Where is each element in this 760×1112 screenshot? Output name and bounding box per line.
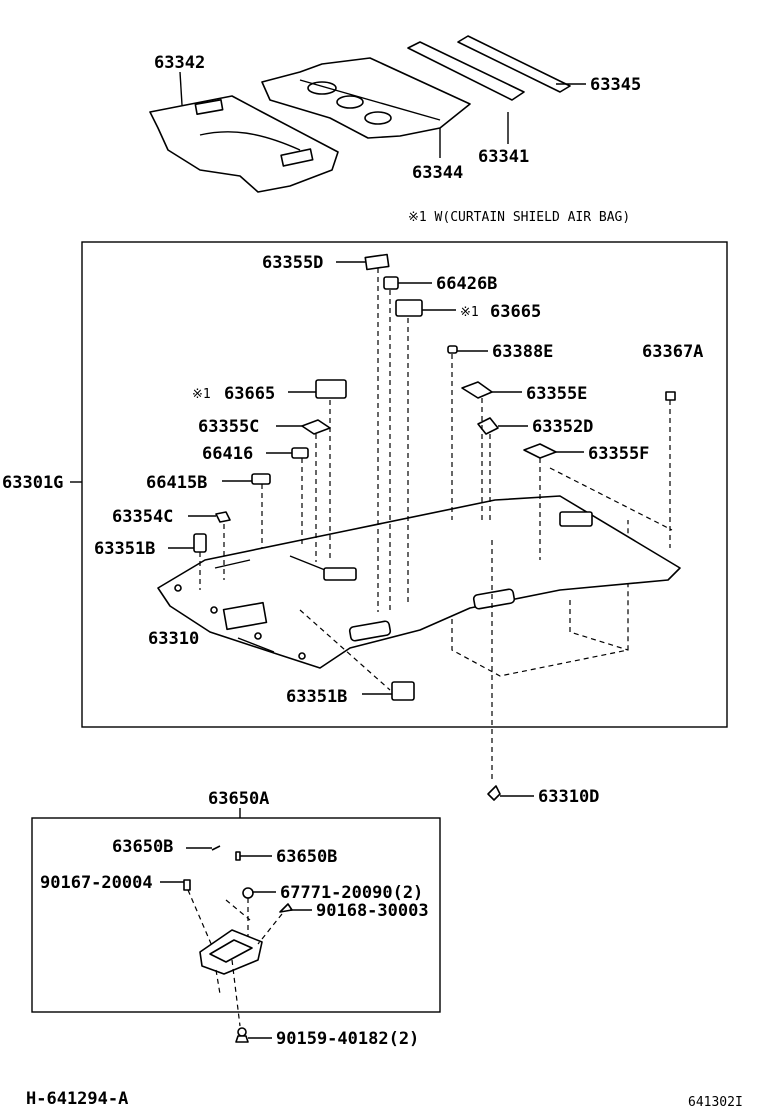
part-63351B-bot (391, 681, 415, 701)
footer-left: H-641294-A (26, 1089, 128, 1109)
label-63355C: 63355C (198, 417, 259, 437)
part-66416 (291, 447, 309, 459)
lamp-group: 63650A 63650B 63650B 90167-20004 67771-2… (31, 789, 441, 1049)
screw-63310D: 63310D (487, 785, 599, 807)
part-63355E (461, 381, 493, 399)
pad-63341 (407, 41, 525, 101)
label-63301G: 63301G (2, 473, 63, 493)
part-63355C (301, 419, 331, 435)
label-63341: 63341 (478, 147, 529, 167)
pad-63342 (149, 95, 339, 193)
label-63665a: 63665 (490, 302, 541, 322)
part-63354C (215, 511, 231, 523)
label-63344: 63344 (412, 163, 463, 183)
label-63352D: 63352D (532, 417, 593, 437)
label-63355D: 63355D (262, 253, 323, 273)
label-63345: 63345 (590, 75, 641, 95)
label-63342: 63342 (154, 53, 205, 73)
label-90167: 90167-20004 (40, 873, 153, 893)
pad-63344 (261, 57, 471, 139)
label-66415B: 66415B (146, 473, 207, 493)
label-63351B-bot: 63351B (286, 687, 347, 707)
label-90159: 90159-40182(2) (276, 1029, 419, 1049)
top-pads-group: 63342 63345 63341 63344 (149, 35, 641, 193)
part-63355F (523, 443, 557, 459)
mark-63665a: ※1 (460, 305, 479, 320)
footer-right: 641302I (688, 1095, 743, 1110)
part-63665a (395, 299, 423, 317)
pad-63342-hole2 (280, 148, 314, 167)
label-63388E: 63388E (492, 342, 553, 362)
label-63650A: 63650A (208, 789, 269, 809)
label-67771: 67771-20090(2) (280, 883, 423, 903)
label-63367A: 63367A (642, 342, 703, 362)
pad-63345 (457, 35, 571, 93)
label-63355F: 63355F (588, 444, 649, 464)
note-curtain-shield: ※1 W(CURTAIN SHIELD AIR BAG) (408, 210, 630, 225)
label-63310D: 63310D (538, 787, 599, 807)
label-63650B-a: 63650B (112, 837, 173, 857)
label-90168: 90168-30003 (316, 901, 429, 921)
part-63352D (477, 417, 499, 435)
label-63665b: 63665 (224, 384, 275, 404)
label-63354C: 63354C (112, 507, 173, 527)
lamp-frame (31, 817, 441, 1013)
part-63351B-top (193, 533, 207, 553)
part-63367A (665, 391, 676, 401)
label-63355E: 63355E (526, 384, 587, 404)
label-66416: 66416 (202, 444, 253, 464)
part-66426B (383, 276, 399, 290)
part-66415B (251, 473, 271, 485)
mark-63665b: ※1 (192, 387, 211, 402)
label-63650B-b: 63650B (276, 847, 337, 867)
part-63388E (447, 345, 458, 354)
label-63310: 63310 (148, 629, 199, 649)
headlining-group: 63301G (2, 241, 728, 780)
headlining-frame (81, 241, 728, 728)
part-63355D (364, 253, 390, 271)
part-63665b (315, 379, 347, 399)
label-63351B-top: 63351B (94, 539, 155, 559)
label-66426B: 66426B (436, 274, 497, 294)
pad-63342-hole (194, 99, 224, 115)
